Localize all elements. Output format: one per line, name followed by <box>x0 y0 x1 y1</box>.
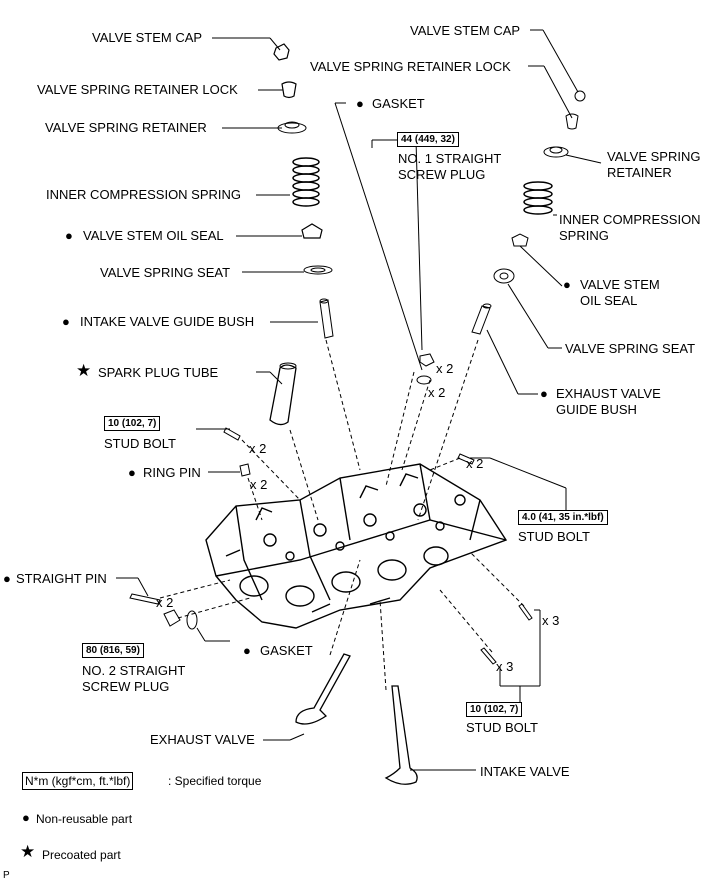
label-spring-seat-left: VALVE SPRING SEAT <box>100 265 231 280</box>
label-spring-seat-right: VALVE SPRING SEAT <box>565 341 696 356</box>
legend-nonreusable-text: Non-reusable part <box>36 812 133 826</box>
precoated-symbol: ★ <box>76 361 92 380</box>
label-exhaust-bush-line1: EXHAUST VALVE <box>556 386 661 401</box>
label-oil-seal-left: VALVE STEM OIL SEAL <box>83 228 224 243</box>
label-no1-plug-line1: NO. 1 STRAIGHT <box>398 151 502 166</box>
label-retainer-right-line1: VALVE SPRING <box>607 149 701 164</box>
label-no2-plug-line2: SCREW PLUG <box>82 679 170 694</box>
torque-box-stud-bolt-c: 10 (102, 7) <box>466 702 523 717</box>
label-retainer-lock-left: VALVE SPRING RETAINER LOCK <box>37 82 238 97</box>
legend-nonreusable-symbol: ● <box>22 810 30 825</box>
qty-stud-bolt-c1: x 3 <box>542 613 560 628</box>
legend-precoated-symbol: ★ <box>20 842 36 861</box>
label-inner-spring-left: INNER COMPRESSION SPRING <box>46 187 242 202</box>
label-inner-spring-right-line2: SPRING <box>559 228 609 243</box>
footer-code: P <box>3 870 10 881</box>
label-oil-seal-right-line1: VALVE STEM <box>580 277 660 292</box>
qty-no1-plug: x 2 <box>436 361 454 376</box>
label-no1-plug-line2: SCREW PLUG <box>398 167 486 182</box>
nonreusable-symbol: ● <box>65 228 73 243</box>
nonreusable-symbol: ● <box>128 465 136 480</box>
label-stud-bolt-a: STUD BOLT <box>104 436 176 451</box>
label-spark-plug-tube: SPARK PLUG TUBE <box>98 365 219 380</box>
label-no2-plug-line1: NO. 2 STRAIGHT <box>82 663 186 678</box>
label-retainer-lock-right: VALVE SPRING RETAINER LOCK <box>310 59 511 74</box>
label-straight-pin: STRAIGHT PIN <box>16 571 107 586</box>
torque-box-stud-bolt-a: 10 (102, 7) <box>104 416 161 431</box>
label-gasket-upper: GASKET <box>372 96 425 111</box>
qty-straight-pin: x 2 <box>156 595 174 610</box>
label-intake-valve: INTAKE VALVE <box>480 764 570 779</box>
label-ring-pin: RING PIN <box>143 465 201 480</box>
label-exhaust-bush-line2: GUIDE BUSH <box>556 402 637 417</box>
torque-box-no1-plug: 44 (449, 32) <box>397 132 459 147</box>
qty-ring-pin: x 2 <box>250 477 268 492</box>
qty-stud-bolt-a: x 2 <box>249 441 267 456</box>
torque-box-no2-plug: 80 (816, 59) <box>82 643 144 658</box>
nonreusable-symbol: ● <box>3 571 11 586</box>
legend-torque-box: N*m (kgf*cm, ft.*lbf) <box>22 772 134 790</box>
label-intake-valve-guide-bush: INTAKE VALVE GUIDE BUSH <box>80 314 255 329</box>
label-oil-seal-right-line2: OIL SEAL <box>580 293 638 308</box>
qty-stud-bolt-c2: x 3 <box>496 659 514 674</box>
label-stud-bolt-c: STUD BOLT <box>466 720 538 735</box>
nonreusable-symbol: ● <box>563 277 571 292</box>
legend-torque-text: : Specified torque <box>168 774 262 788</box>
label-exhaust-valve: EXHAUST VALVE <box>150 732 255 747</box>
label-retainer-left: VALVE SPRING RETAINER <box>45 120 207 135</box>
label-inner-spring-right-line1: INNER COMPRESSION <box>559 212 701 227</box>
label-gasket-lower: GASKET <box>260 643 313 658</box>
torque-box-stud-bolt-b: 4.0 (41, 35 in.*lbf) <box>518 510 608 525</box>
label-valve-stem-cap-left: VALVE STEM CAP <box>92 30 203 45</box>
label-valve-stem-cap-right: VALVE STEM CAP <box>410 23 521 38</box>
nonreusable-symbol: ● <box>62 314 70 329</box>
qty-stud-bolt-b: x 2 <box>466 456 484 471</box>
nonreusable-symbol: ● <box>540 386 548 401</box>
label-retainer-right-line2: RETAINER <box>607 165 672 180</box>
nonreusable-symbol: ● <box>356 96 364 111</box>
nonreusable-symbol: ● <box>243 643 251 658</box>
qty-gasket-upper: x 2 <box>428 385 446 400</box>
legend-precoated-text: Precoated part <box>42 848 121 862</box>
label-stud-bolt-b: STUD BOLT <box>518 529 590 544</box>
